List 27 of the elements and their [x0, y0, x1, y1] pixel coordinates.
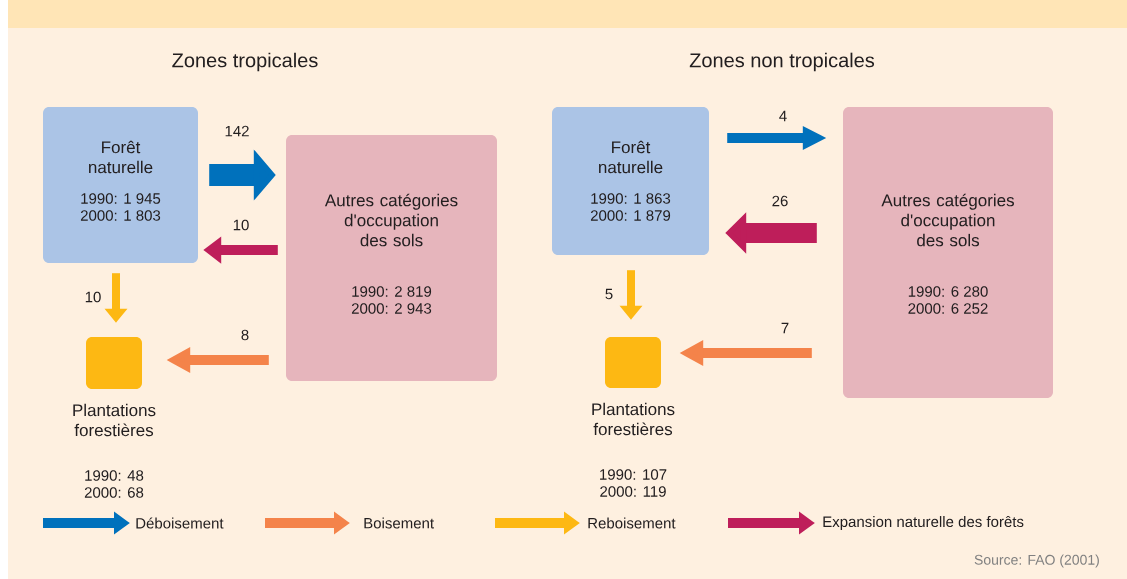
source-note: Source: FAO (2001): [974, 554, 1099, 568]
plantation-square: Plantations forestières 1990: 48 2000: 68: [73, 337, 156, 498]
edge-label: 26: [772, 195, 788, 207]
forest-box: Forêt naturelle 1990: 1 863 2000: 1 879: [552, 107, 709, 255]
edge-label: 10: [85, 291, 101, 303]
edge-label: 10: [233, 219, 249, 231]
node-label: 2000: 119: [600, 486, 666, 497]
legend-text: Boisement: [364, 517, 434, 529]
legend-text: Déboisement: [136, 517, 224, 529]
node-label: 1990: 48: [85, 470, 144, 481]
land-use-box: Autres catégories d'occupation des sols 1990: 2 819 2000: 2 943: [286, 135, 497, 381]
legend-text: Expansion naturelle des forêts: [823, 516, 1024, 530]
node-label: 2000: 68: [84, 487, 144, 498]
node-label: Plantations forestières: [73, 403, 156, 437]
edge-label: 5: [605, 288, 613, 300]
edge-label: 142: [225, 125, 249, 137]
edge-label: 7: [781, 322, 789, 334]
legend-text: Reboisement: [588, 517, 676, 529]
edge-label: 4: [779, 110, 787, 122]
edge-label: 8: [241, 329, 249, 341]
zone-heading: Zones non tropicales: [689, 52, 875, 72]
plantation-square: Plantations forestières 1990: 107 2000: 119: [592, 337, 675, 497]
zone-heading: Zones tropicales: [172, 52, 318, 72]
node-label: 1990: 107: [600, 469, 667, 480]
forest-box: Forêt naturelle 1990: 1 945 2000: 1 803: [43, 107, 198, 263]
land-use-box: Autres catégories d'occupation des sols 1990: 6 280 2000: 6 252: [843, 107, 1053, 398]
node-label: Plantations forestières: [592, 402, 675, 436]
